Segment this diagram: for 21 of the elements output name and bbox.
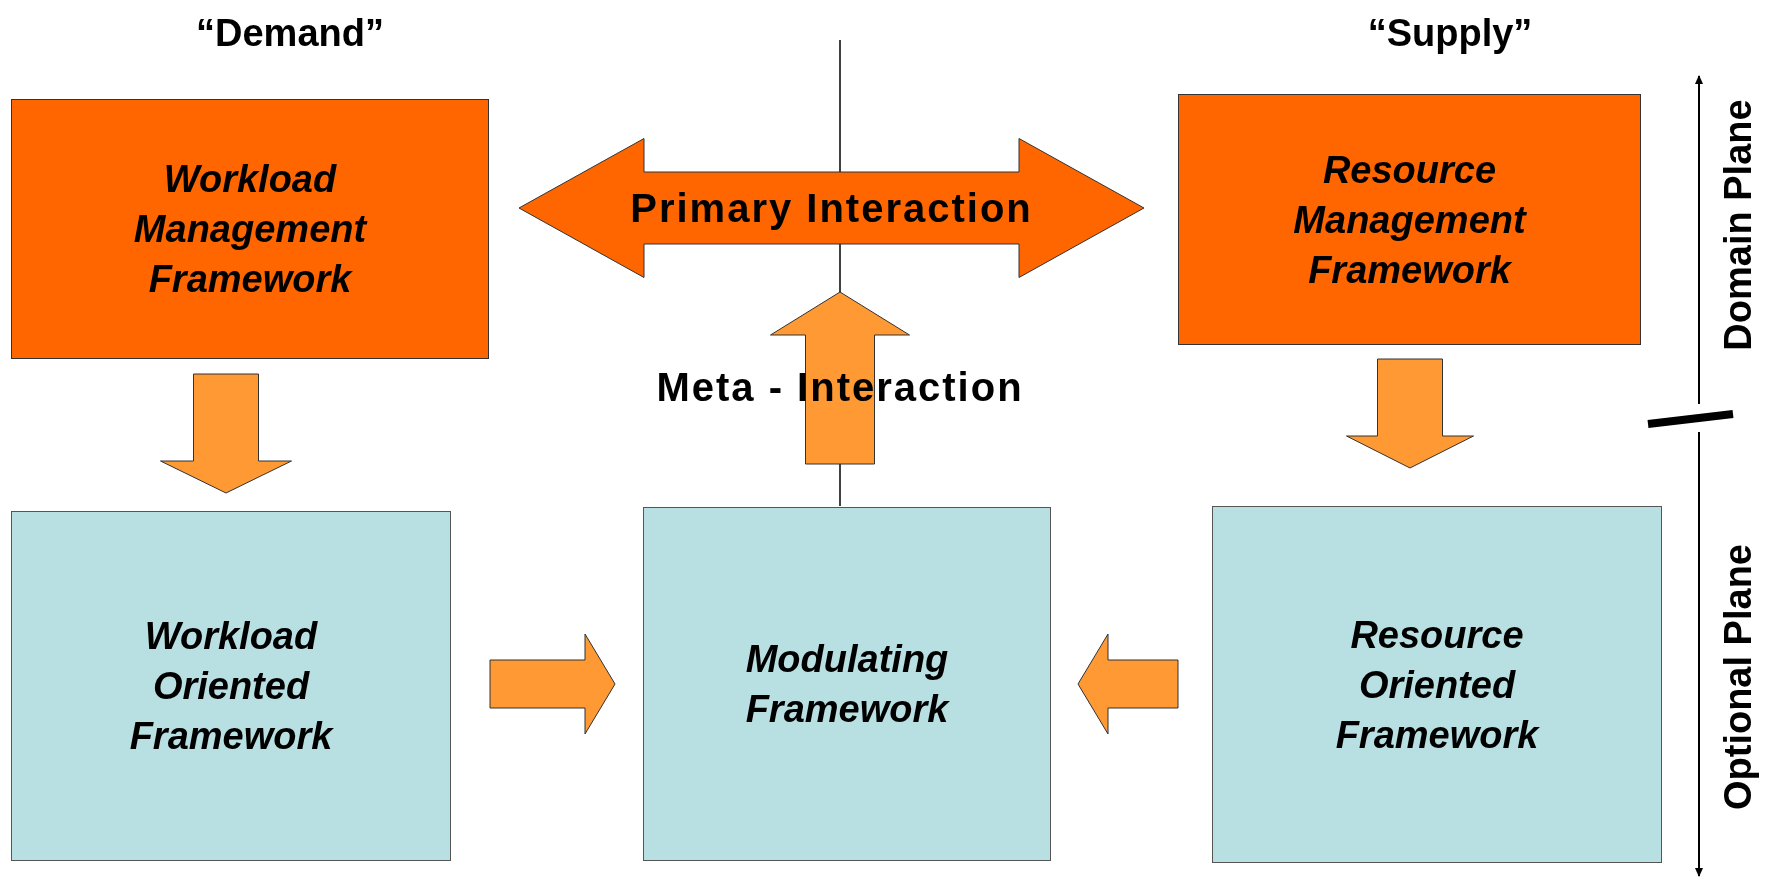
column-heading: “Demand” bbox=[195, 10, 385, 56]
box-title: Resource Oriented Framework bbox=[1334, 612, 1541, 758]
block-arrow bbox=[1346, 358, 1474, 469]
block-arrow bbox=[518, 138, 1145, 278]
framework-box bbox=[11, 99, 489, 359]
block-arrow bbox=[1077, 633, 1179, 735]
framework-box bbox=[11, 511, 451, 861]
box-title: Workload Oriented Framework bbox=[128, 614, 335, 759]
block-arrow bbox=[770, 291, 910, 465]
block-arrow bbox=[489, 633, 616, 735]
framework-box bbox=[1178, 94, 1641, 345]
plane-label: Optional Plane bbox=[1715, 543, 1760, 813]
box-title: Workload Management Framework bbox=[132, 157, 369, 302]
framework-box bbox=[1212, 506, 1662, 863]
block-arrow bbox=[160, 373, 292, 494]
plane-label: Domain Plane bbox=[1715, 98, 1760, 353]
edge-label: Primary Interaction bbox=[629, 185, 1034, 232]
box-title: Resource Management Framework bbox=[1292, 147, 1528, 293]
framework-box bbox=[643, 507, 1051, 861]
column-heading: “Supply” bbox=[1366, 10, 1534, 56]
box-title: Modulating Framework bbox=[744, 637, 951, 732]
